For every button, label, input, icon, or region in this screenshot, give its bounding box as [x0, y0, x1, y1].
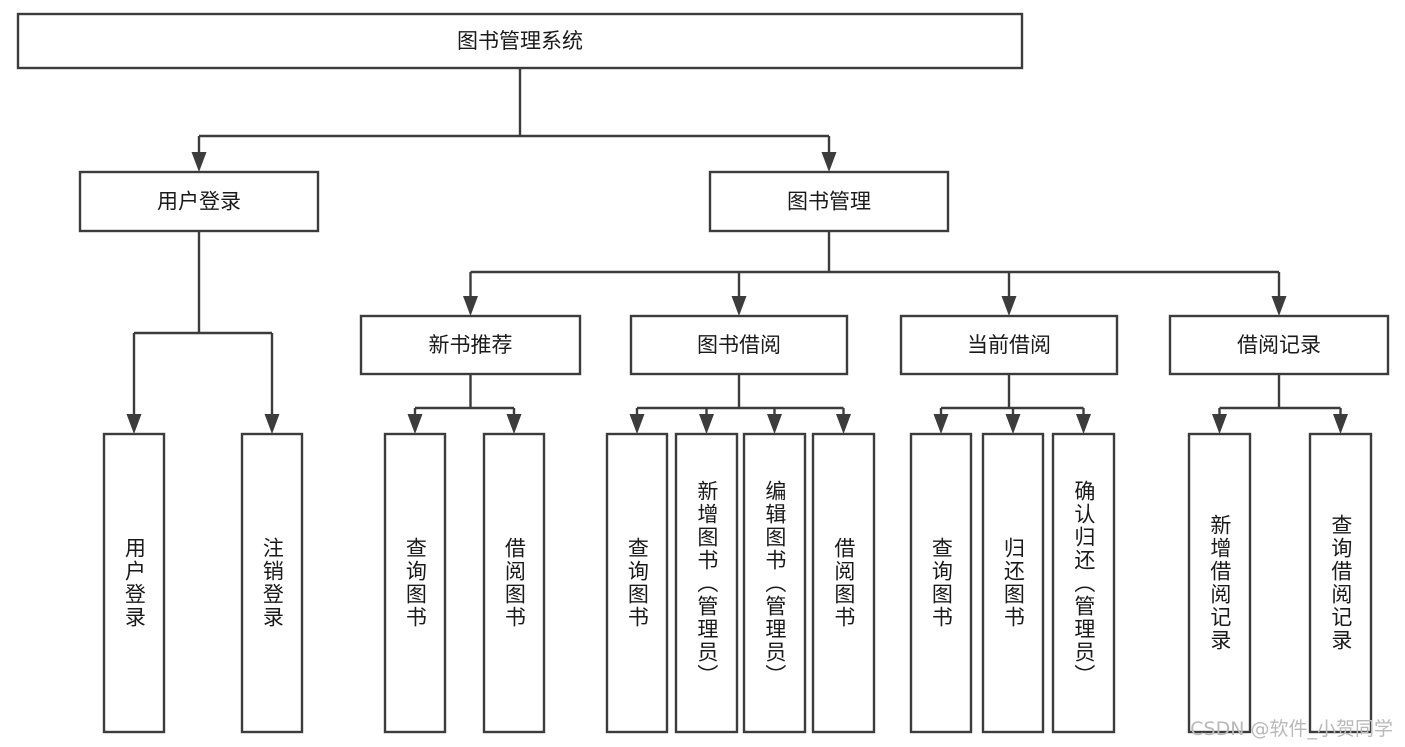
arrow-head-icon	[1212, 414, 1227, 434]
node-label-book-borrow: 图书借阅	[697, 333, 781, 357]
node-label-root: 图书管理系统	[457, 29, 583, 53]
arrow-head-icon	[264, 414, 280, 434]
connector-group-root	[191, 68, 837, 172]
arrow-head-icon	[731, 296, 747, 316]
node-box-book-manage[interactable]	[708, 170, 950, 233]
arrow-head-icon	[767, 414, 782, 434]
arrow-head-icon	[836, 414, 851, 434]
node-label-new-book-rec: 新书推荐	[429, 333, 513, 357]
arrow-head-icon	[1001, 296, 1017, 316]
node-box-leaf-user-login[interactable]	[102, 432, 166, 734]
node-box-leaf-logout[interactable]	[240, 432, 304, 734]
node-box-current-borrow[interactable]	[899, 314, 1119, 376]
node-box-leaf-rec-query[interactable]	[383, 432, 447, 734]
node-box-leaf-cb-return[interactable]	[981, 432, 1045, 734]
connector-group-book-borrow	[629, 374, 851, 434]
arrow-head-icon	[126, 414, 142, 434]
node-box-leaf-br-query[interactable]	[1308, 432, 1373, 734]
node-label-book-manage: 图书管理	[787, 190, 871, 214]
node-box-leaf-bb-query[interactable]	[605, 432, 669, 734]
node-box-leaf-rec-borrow[interactable]	[482, 432, 546, 734]
connector-group-book-manage	[463, 231, 1287, 316]
node-box-user-login[interactable]	[78, 170, 320, 233]
arrow-head-icon	[1076, 414, 1091, 434]
node-layer	[16, 12, 1390, 734]
node-box-leaf-bb-edit[interactable]	[742, 432, 807, 734]
arrow-head-icon	[1005, 414, 1021, 434]
node-label-user-login: 用户登录	[157, 190, 241, 214]
connector-layer	[126, 68, 1348, 434]
node-box-leaf-bb-add[interactable]	[674, 432, 739, 734]
arrow-head-icon	[407, 414, 423, 434]
node-box-borrow-record[interactable]	[1168, 314, 1390, 376]
arrow-head-icon	[506, 414, 522, 434]
arrow-head-icon	[629, 414, 645, 434]
node-box-leaf-cb-query[interactable]	[909, 432, 973, 734]
node-box-book-borrow[interactable]	[629, 314, 849, 376]
node-box-leaf-bb-borrow[interactable]	[811, 432, 876, 734]
arrow-head-icon	[821, 152, 837, 172]
connector-group-current-borrow	[933, 374, 1091, 434]
arrow-head-icon	[1333, 414, 1348, 434]
node-box-root[interactable]	[16, 12, 1024, 70]
node-label-current-borrow: 当前借阅	[967, 333, 1051, 357]
connector-group-borrow-record	[1212, 374, 1348, 434]
node-box-leaf-cb-confirm[interactable]	[1051, 432, 1116, 734]
node-label-borrow-record: 借阅记录	[1237, 333, 1321, 357]
arrow-head-icon	[463, 296, 478, 316]
arrow-head-icon	[933, 414, 949, 434]
node-box-leaf-br-add[interactable]	[1187, 432, 1252, 734]
arrow-head-icon	[699, 414, 714, 434]
csdn-watermark: CSDN @软件_小贺同学	[1190, 718, 1393, 740]
node-box-new-book-rec[interactable]	[359, 314, 582, 376]
arrow-head-icon	[191, 152, 207, 172]
arrow-head-icon	[1271, 296, 1287, 316]
connector-group-new-book-rec	[407, 374, 522, 434]
connector-group-user-login	[126, 231, 280, 434]
